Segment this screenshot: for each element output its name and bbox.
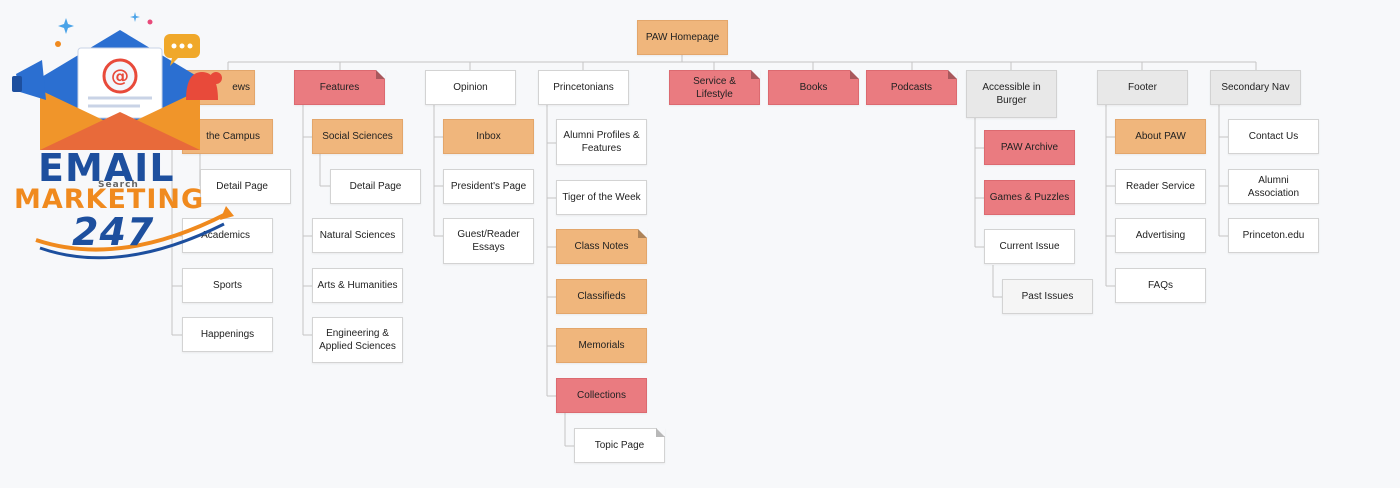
node-paw-homepage[interactable]: PAW Homepage — [637, 20, 728, 55]
node-podcasts[interactable]: Podcasts — [866, 70, 957, 105]
logo-email-text: EMAIL — [38, 146, 175, 190]
node-secondary-nav[interactable]: Secondary Nav — [1210, 70, 1301, 105]
node-accessible-in-burger[interactable]: Accessible in Burger — [966, 70, 1057, 118]
node-service-lifestyle[interactable]: Service & Lifestyle — [669, 70, 760, 105]
node-collections[interactable]: Collections — [556, 378, 647, 413]
email-marketing-logo: @ Search EMAIL MARKETING 247 — [0, 0, 245, 275]
logo-graphic-icon: @ — [12, 12, 234, 260]
node-current-issue[interactable]: Current Issue — [984, 229, 1075, 264]
node-arts-humanities[interactable]: Arts & Humanities — [312, 268, 403, 303]
node-news-sports[interactable]: Sports — [182, 268, 273, 303]
svg-text:@: @ — [111, 66, 129, 87]
node-opinion[interactable]: Opinion — [425, 70, 516, 105]
node-social-sciences[interactable]: Social Sciences — [312, 119, 403, 154]
node-topic-page[interactable]: Topic Page — [574, 428, 665, 463]
node-princetonians[interactable]: Princetonians — [538, 70, 629, 105]
node-books[interactable]: Books — [768, 70, 859, 105]
node-features[interactable]: Features — [294, 70, 385, 105]
logo-ghost-text: Search — [98, 180, 139, 190]
node-presidents-page[interactable]: President's Page — [443, 169, 534, 204]
node-natural-sciences[interactable]: Natural Sciences — [312, 218, 403, 253]
node-classifieds[interactable]: Classifieds — [556, 279, 647, 314]
node-guest-reader-essays[interactable]: Guest/Reader Essays — [443, 218, 534, 264]
node-faqs[interactable]: FAQs — [1115, 268, 1206, 303]
node-paw-archive[interactable]: PAW Archive — [984, 130, 1075, 165]
node-engineering[interactable]: Engineering & Applied Sciences — [312, 317, 403, 363]
node-contact-us[interactable]: Contact Us — [1228, 119, 1319, 154]
node-news-detail-page[interactable]: Detail Page — [200, 169, 291, 204]
node-memorials[interactable]: Memorials — [556, 328, 647, 363]
node-advertising[interactable]: Advertising — [1115, 218, 1206, 253]
node-past-issues[interactable]: Past Issues — [1002, 279, 1093, 314]
node-class-notes[interactable]: Class Notes — [556, 229, 647, 264]
node-alumni-association[interactable]: Alumni Association — [1228, 169, 1319, 204]
node-features-detail-page[interactable]: Detail Page — [330, 169, 421, 204]
node-princeton-edu[interactable]: Princeton.edu — [1228, 218, 1319, 253]
node-about-paw[interactable]: About PAW — [1115, 119, 1206, 154]
node-reader-service[interactable]: Reader Service — [1115, 169, 1206, 204]
node-inbox[interactable]: Inbox — [443, 119, 534, 154]
node-games-puzzles[interactable]: Games & Puzzles — [984, 180, 1075, 215]
node-news-happenings[interactable]: Happenings — [182, 317, 273, 352]
node-alumni-profiles[interactable]: Alumni Profiles & Features — [556, 119, 647, 165]
node-tiger-of-the-week[interactable]: Tiger of the Week — [556, 180, 647, 215]
logo-number-text: 247 — [72, 210, 155, 254]
node-footer[interactable]: Footer — [1097, 70, 1188, 105]
logo-marketing-text: MARKETING — [14, 184, 205, 215]
